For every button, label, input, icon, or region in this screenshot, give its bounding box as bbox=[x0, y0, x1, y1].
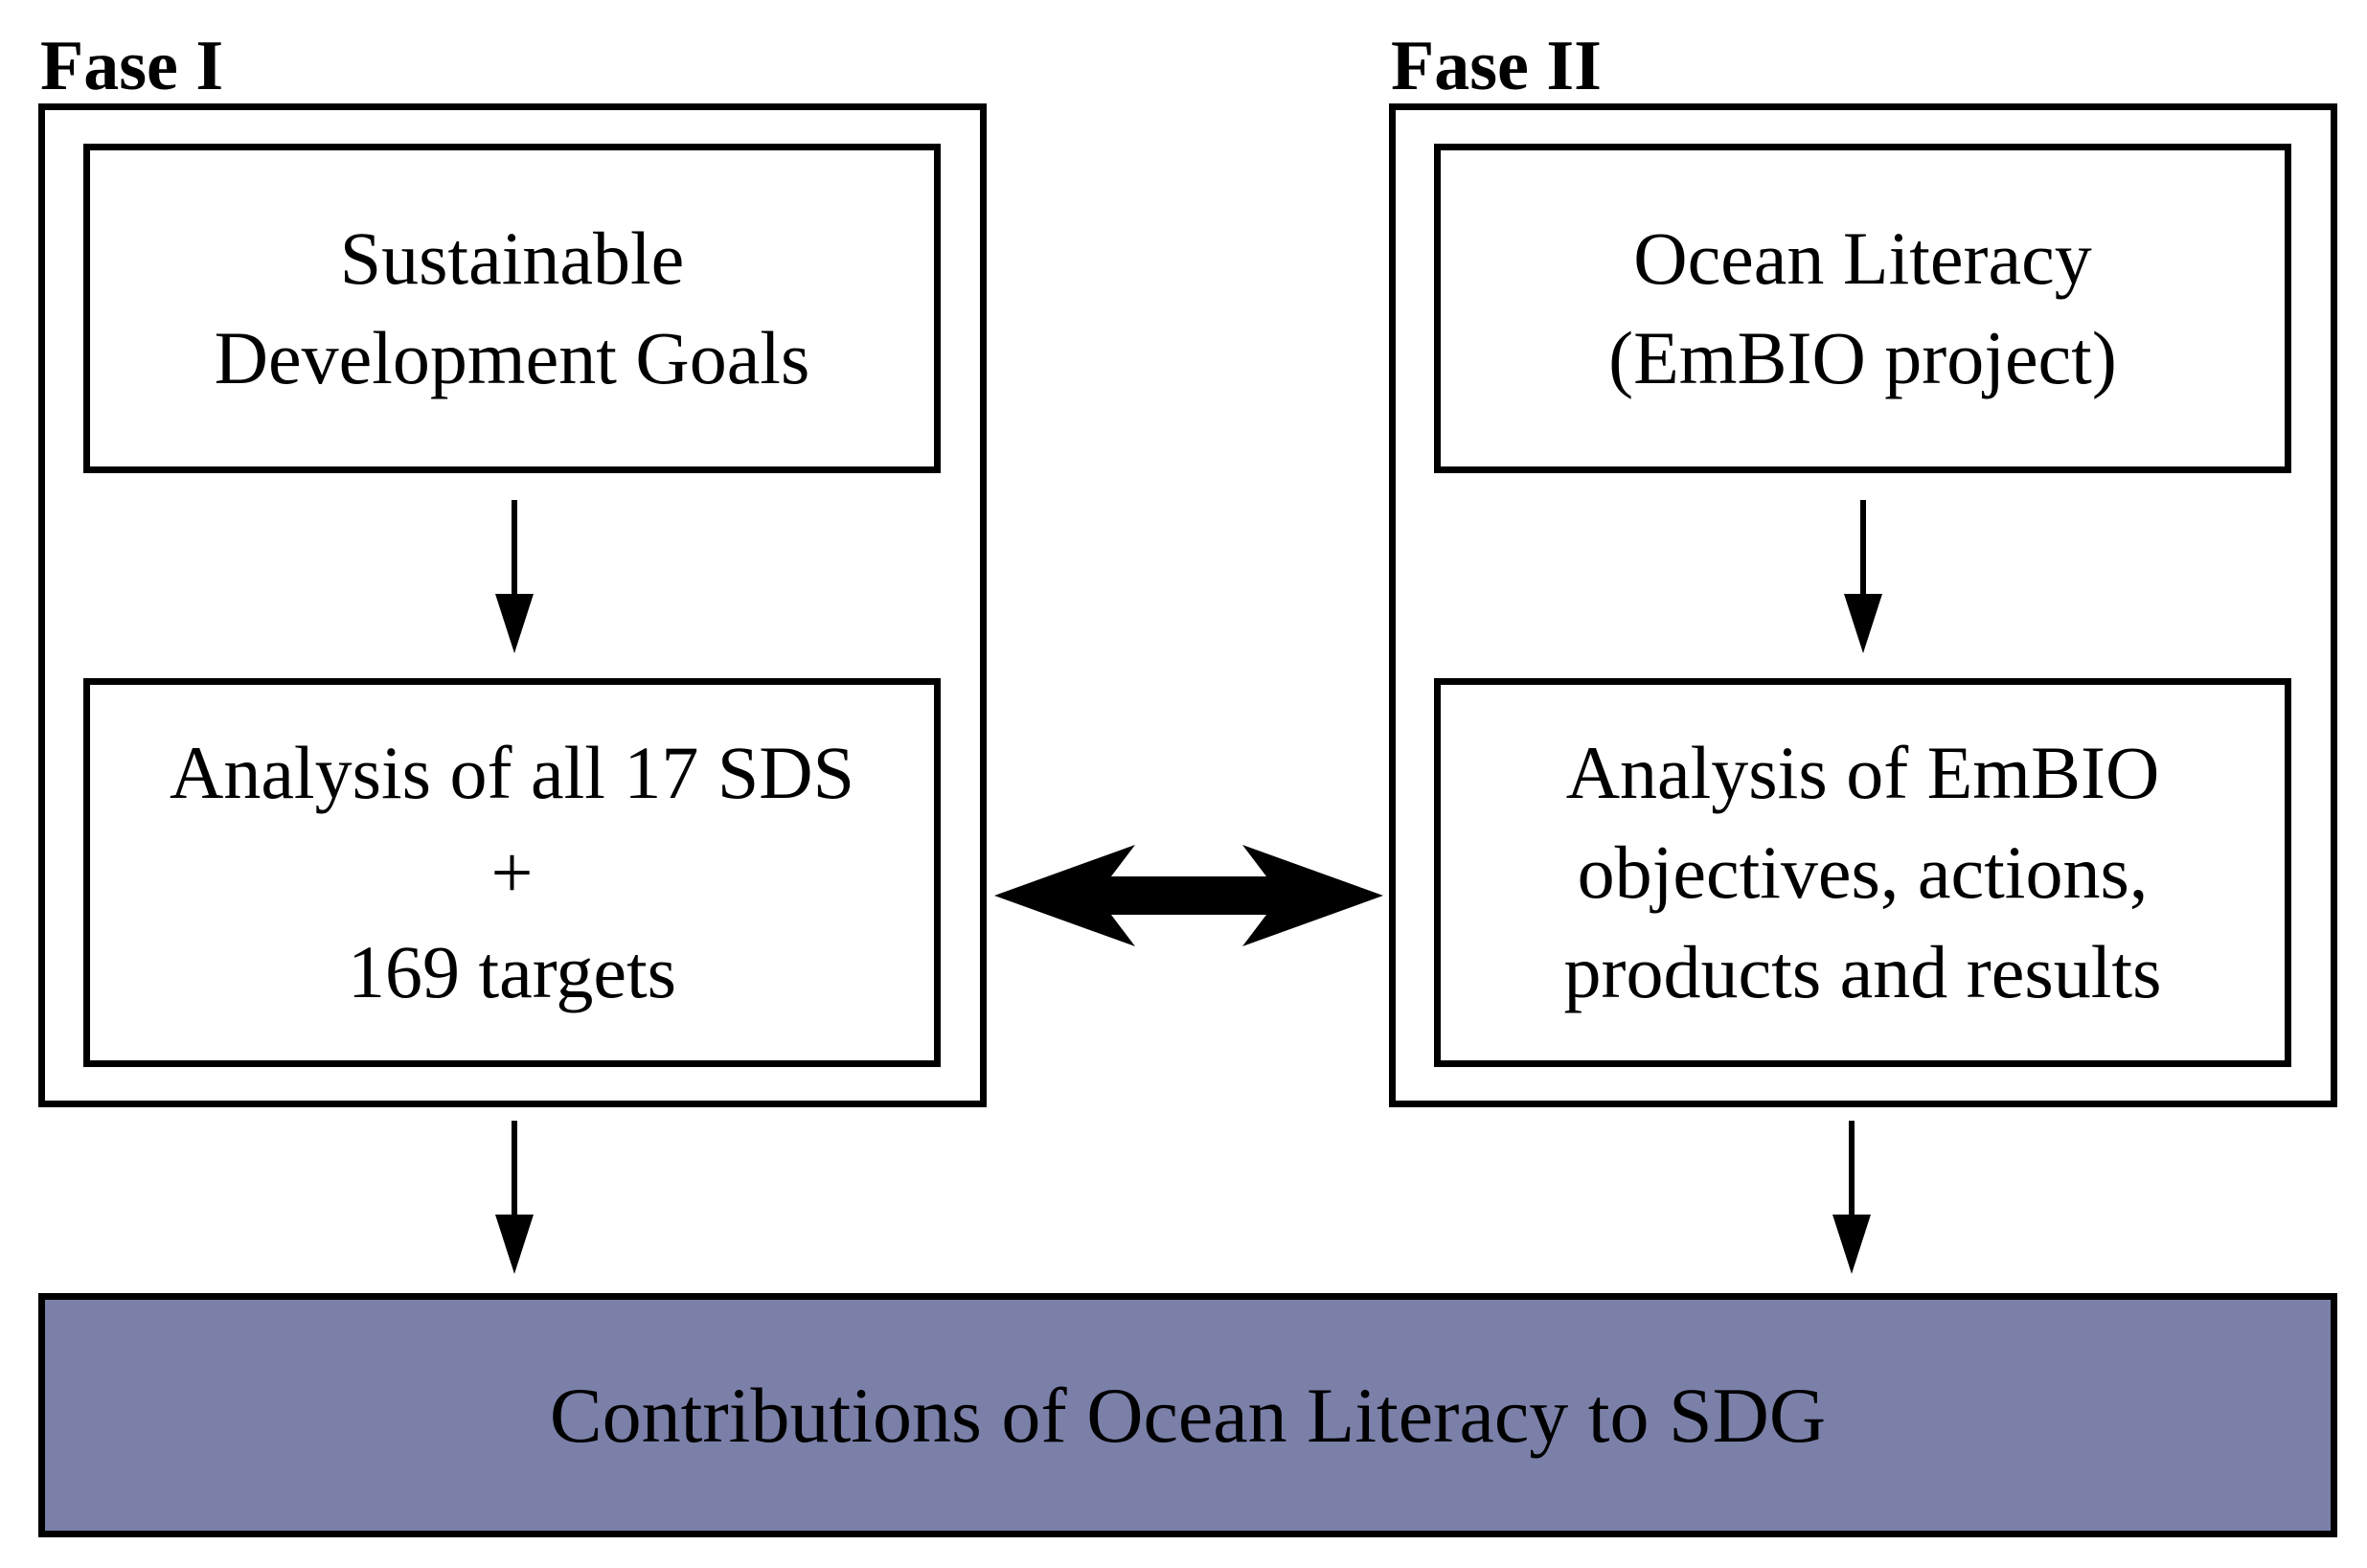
phase1-analysis-line1: Analysis of all 17 SDS bbox=[169, 731, 855, 815]
arrow-phase2-internal bbox=[1844, 500, 1882, 653]
phase1-sdg-line1: Sustainable bbox=[339, 216, 685, 301]
arrow-phase1-internal bbox=[495, 500, 534, 653]
result-box: Contributions of Ocean Literacy to SDG bbox=[38, 1293, 2337, 1537]
phase2-analysis-box: Analysis of EmBIO objectives, actions, p… bbox=[1434, 678, 2291, 1067]
phase1-analysis-line2: + bbox=[490, 830, 534, 915]
phase2-label: Fase II bbox=[1391, 27, 1602, 105]
phase1-sdg-line2: Development Goals bbox=[214, 316, 810, 399]
phase1-analysis-line3: 169 targets bbox=[347, 929, 676, 1013]
phase2-analysis-line3: products and results bbox=[1563, 929, 2162, 1013]
phase2-analysis-line1: Analysis of EmBIO bbox=[1565, 731, 2160, 815]
bidirectional-arrow bbox=[994, 845, 1383, 946]
phase1-label: Fase I bbox=[40, 27, 224, 105]
arrow-phase1-to-result bbox=[495, 1121, 534, 1274]
arrow-phase2-to-result bbox=[1832, 1121, 1871, 1274]
phase2-ocean-line2: (EmBIO project) bbox=[1608, 316, 2117, 399]
result-label: Contributions of Ocean Literacy to SDG bbox=[549, 1371, 1827, 1459]
phase1-analysis-box: Analysis of all 17 SDS + 169 targets bbox=[83, 678, 941, 1067]
phase2-ocean-line1: Ocean Literacy bbox=[1633, 216, 2092, 301]
phase2-ocean-literacy-box: Ocean Literacy (EmBIO project) bbox=[1434, 144, 2291, 473]
phase2-analysis-line2: objectives, actions, bbox=[1577, 830, 2149, 915]
phase1-sdg-box: Sustainable Development Goals bbox=[83, 144, 941, 473]
